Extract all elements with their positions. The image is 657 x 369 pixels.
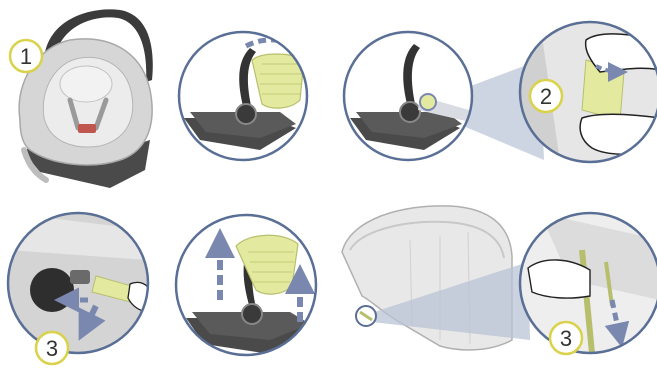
hand-canopy [528,260,590,298]
side-hub [30,268,74,312]
step-number-3a: 3 [46,336,58,361]
clip-highlight [420,94,436,110]
panel-car-seat-overview: 1 [10,9,153,188]
panel-release-button: 3 [8,213,150,364]
head-rest [60,66,112,102]
step-number-3b: 3 [560,326,572,351]
panel-canopy-fabric: 3 [342,206,657,354]
step-number-2: 2 [540,84,552,109]
step-number-1: 1 [20,44,32,69]
harness-buckle [78,124,96,133]
panel-canopy-retract [179,32,307,160]
panel-canopy-lift [176,215,316,355]
handle-hub [236,104,256,124]
panel-canopy-clip-zoom: 2 [344,22,657,162]
